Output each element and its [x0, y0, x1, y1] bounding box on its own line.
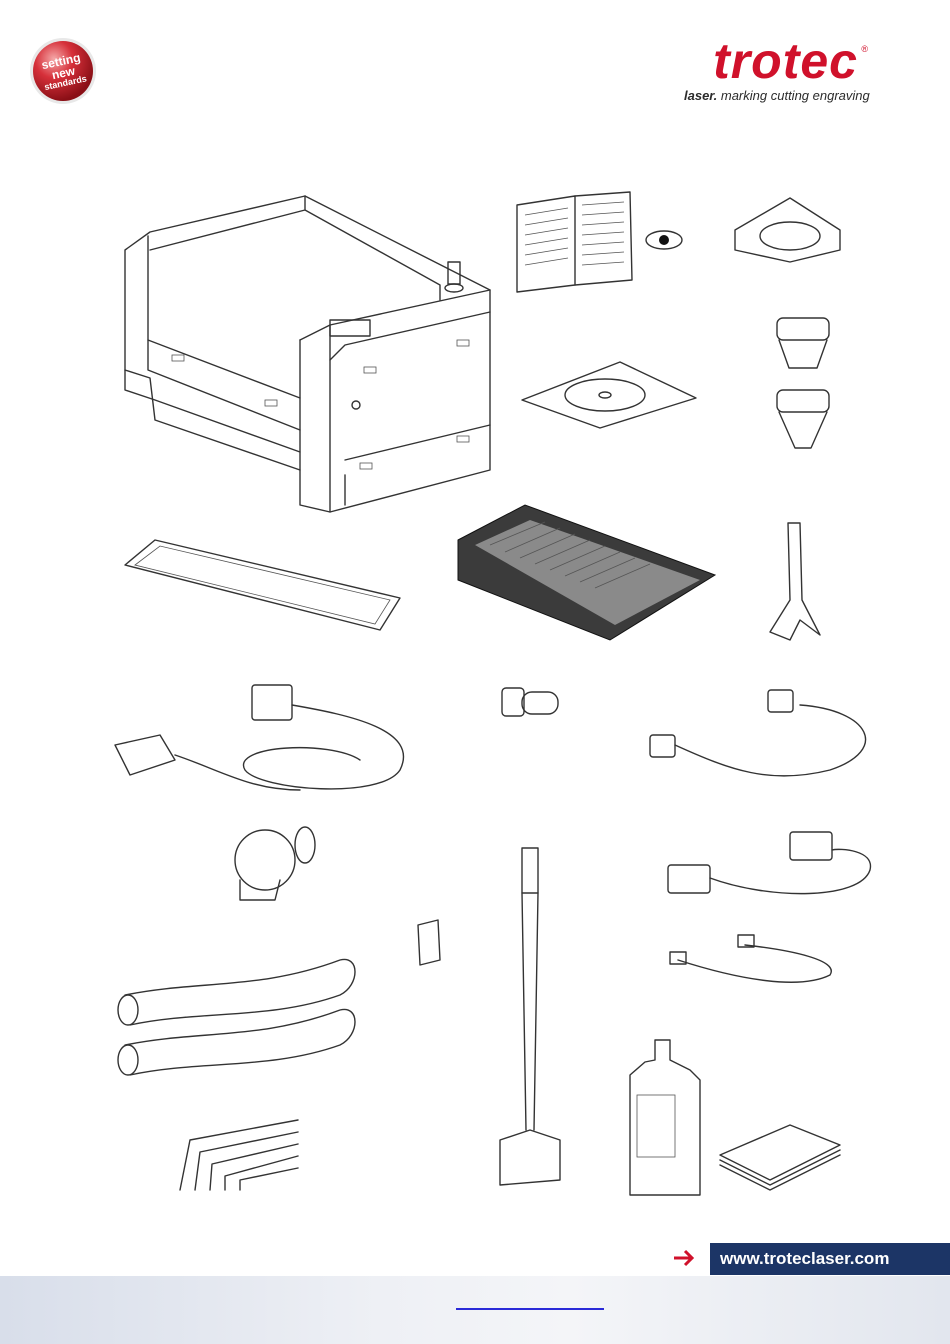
laser-machine-illustration	[125, 196, 490, 512]
serial-cable-illustration	[668, 832, 870, 894]
website-url[interactable]: www.troteclaser.com	[710, 1243, 950, 1275]
software-cd-illustration	[522, 362, 696, 428]
cutting-grid-illustration	[458, 505, 715, 640]
lens-cleaning-tissue-illustration	[720, 1125, 840, 1190]
power-cable-illustration	[115, 685, 403, 790]
small-cable-illustration	[670, 935, 831, 982]
scope-of-delivery-illustrations	[0, 0, 950, 1240]
exhaust-elbow-illustration	[235, 827, 315, 900]
honeycomb-table-illustration	[125, 540, 400, 630]
hook-illustration	[418, 920, 440, 965]
centering-tool-illustration	[770, 523, 820, 640]
footer-link-underline[interactable]	[456, 1308, 604, 1310]
cleaning-brush-illustration	[500, 848, 560, 1185]
nozzle-illustration	[777, 318, 829, 448]
fuse-illustration	[502, 688, 558, 716]
connection-cable-illustration	[650, 690, 866, 776]
exhaust-hose-illustration	[118, 959, 355, 1075]
arrow-right-icon	[672, 1248, 698, 1268]
allen-key-set-illustration	[180, 1120, 298, 1190]
manual-illustration	[517, 192, 682, 292]
lens-holder-illustration	[735, 198, 840, 262]
footer-band	[0, 1276, 950, 1344]
cleaning-liquid-bottle-illustration	[630, 1040, 700, 1195]
